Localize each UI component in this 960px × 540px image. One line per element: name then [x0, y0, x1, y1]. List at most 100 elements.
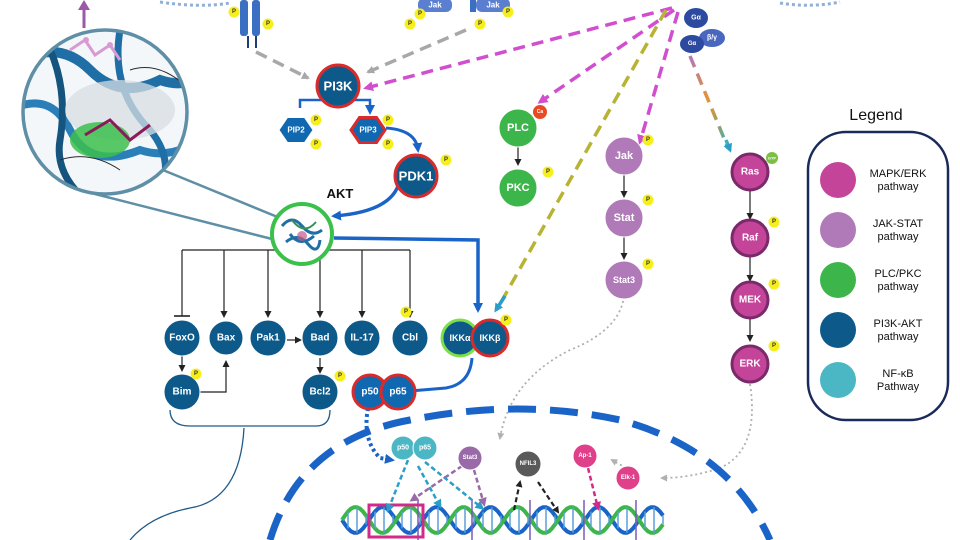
phospho-badge: P	[382, 138, 394, 150]
raf-node-label: Raf	[742, 233, 759, 244]
bad-node: Bad	[301, 319, 339, 357]
gtp-badge-label: GTP	[768, 156, 777, 161]
phospho-label: P	[646, 261, 650, 267]
nuclear-stat3-node-label: Stat3	[463, 455, 478, 461]
raf-node: Raf	[730, 218, 770, 258]
nuclear-p65-node: p65	[412, 435, 438, 461]
legend-title: Legend	[849, 107, 902, 124]
p65-node-label: p65	[389, 387, 407, 398]
jak-receptor: Jak Jak	[418, 0, 510, 12]
signal-arrows	[255, 6, 732, 313]
g-alpha-label: Gα	[691, 15, 701, 22]
bcl2-node: Bcl2	[301, 373, 339, 411]
legend-swatch	[820, 162, 856, 198]
pip2-node-label: PIP2	[287, 126, 305, 135]
akt-node	[270, 202, 334, 266]
legend-item-line2: pathway	[878, 181, 919, 193]
cbl-node: Cbl	[391, 319, 429, 357]
pkc-node-label: PKC	[506, 182, 529, 194]
nfil3-node-label: NFIL3	[520, 461, 537, 467]
phospho-badge: P	[262, 18, 274, 30]
ca-badge: Ca	[533, 105, 547, 119]
nuclear-arrows	[386, 459, 627, 514]
p50-node-label: p50	[361, 387, 379, 398]
g-alpha-2-label: Gα	[688, 41, 697, 47]
akt-label: AKT	[327, 186, 354, 201]
nuclear-p65-node-label: p65	[419, 445, 431, 452]
phospho-label: P	[478, 21, 482, 27]
pdk1-node: PDK1	[393, 153, 439, 199]
bim-node-label: Bim	[173, 387, 192, 398]
phospho-label: P	[646, 197, 650, 203]
foxo-node-label: FoxO	[169, 333, 195, 344]
phospho-badge: P	[310, 114, 322, 126]
gtp-badge: GTP	[766, 152, 778, 164]
jak-node-label: Jak	[615, 150, 634, 162]
nuclear-p50-node-label: p50	[397, 445, 409, 452]
bcl2-node-label: Bcl2	[309, 387, 331, 398]
phospho-label: P	[504, 317, 508, 323]
legend-item-line1: PI3K-AKT	[874, 318, 923, 330]
mapk-arrows	[660, 188, 754, 482]
legend-item-line1: NF-κB	[882, 368, 913, 380]
phospho-badge: P	[642, 194, 654, 206]
phospho-label: P	[386, 141, 390, 147]
legend-item-line2: Pathway	[877, 381, 920, 393]
phospho-label: P	[314, 141, 318, 147]
ikka-node-label: IKKα	[449, 333, 470, 343]
phospho-badge: P	[414, 8, 426, 20]
phospho-label: P	[646, 137, 650, 143]
stat3-node-label: Stat3	[613, 275, 635, 285]
legend-item-line1: JAK-STAT	[873, 218, 924, 230]
bad-node-label: Bad	[311, 333, 330, 344]
mek-node-label: MEK	[739, 295, 762, 306]
phospho-label: P	[546, 169, 550, 175]
phospho-badge: P	[382, 114, 394, 126]
phospho-badge: P	[474, 18, 486, 30]
phospho-badge: P	[502, 6, 514, 18]
phospho-badge: P	[228, 6, 240, 18]
ap1-node-label: Ap-1	[578, 453, 592, 459]
legend-swatch	[820, 212, 856, 248]
ras-node: Ras	[730, 152, 770, 192]
ca-badge-label: Ca	[537, 109, 544, 115]
pip3-node: PIP3	[349, 116, 387, 144]
phospho-label: P	[772, 219, 776, 225]
legend-swatch	[820, 362, 856, 398]
bax-node: Bax	[208, 320, 244, 356]
receptor-tyrosine-kinase	[240, 0, 260, 48]
bim-node: Bim	[163, 373, 201, 411]
legend-item-line2: pathway	[878, 331, 919, 343]
legend-item-line1: PLC/PKC	[874, 268, 921, 280]
dna-helix	[340, 500, 665, 540]
phospho-label: P	[418, 11, 422, 17]
erk-node-label: ERK	[739, 359, 761, 370]
stat3-node: Stat3	[604, 260, 644, 300]
pi3k-node-label: PI3K	[324, 79, 354, 94]
il17-node: IL-17	[343, 319, 381, 357]
phospho-label: P	[506, 9, 510, 15]
nucleus-envelope	[266, 405, 774, 540]
jak-left-label: Jak	[428, 1, 442, 10]
ras-node-label: Ras	[741, 167, 760, 178]
pak1-node: Pak1	[249, 319, 287, 357]
pak1-node-label: Pak1	[256, 333, 280, 344]
bax-node-label: Bax	[217, 333, 236, 344]
g-protein: Gα β/γ Gα	[680, 8, 725, 53]
pip2-node: PIP2	[278, 117, 314, 143]
phospho-badge: P	[334, 370, 346, 382]
plc-node-label: PLC	[507, 122, 529, 134]
pdk1-node-label: PDK1	[399, 169, 434, 184]
phospho-badge: P	[400, 306, 412, 318]
legend-item-line1: MAPK/ERK	[870, 168, 928, 180]
il17-node-label: IL-17	[350, 333, 374, 344]
legend-item-line2: pathway	[878, 231, 919, 243]
phospho-badge: P	[310, 138, 322, 150]
phospho-label: P	[772, 343, 776, 349]
p65-node: p65	[379, 373, 417, 411]
phospho-label: P	[266, 21, 270, 27]
phospho-label: P	[232, 9, 236, 15]
phospho-badge: P	[500, 314, 512, 326]
